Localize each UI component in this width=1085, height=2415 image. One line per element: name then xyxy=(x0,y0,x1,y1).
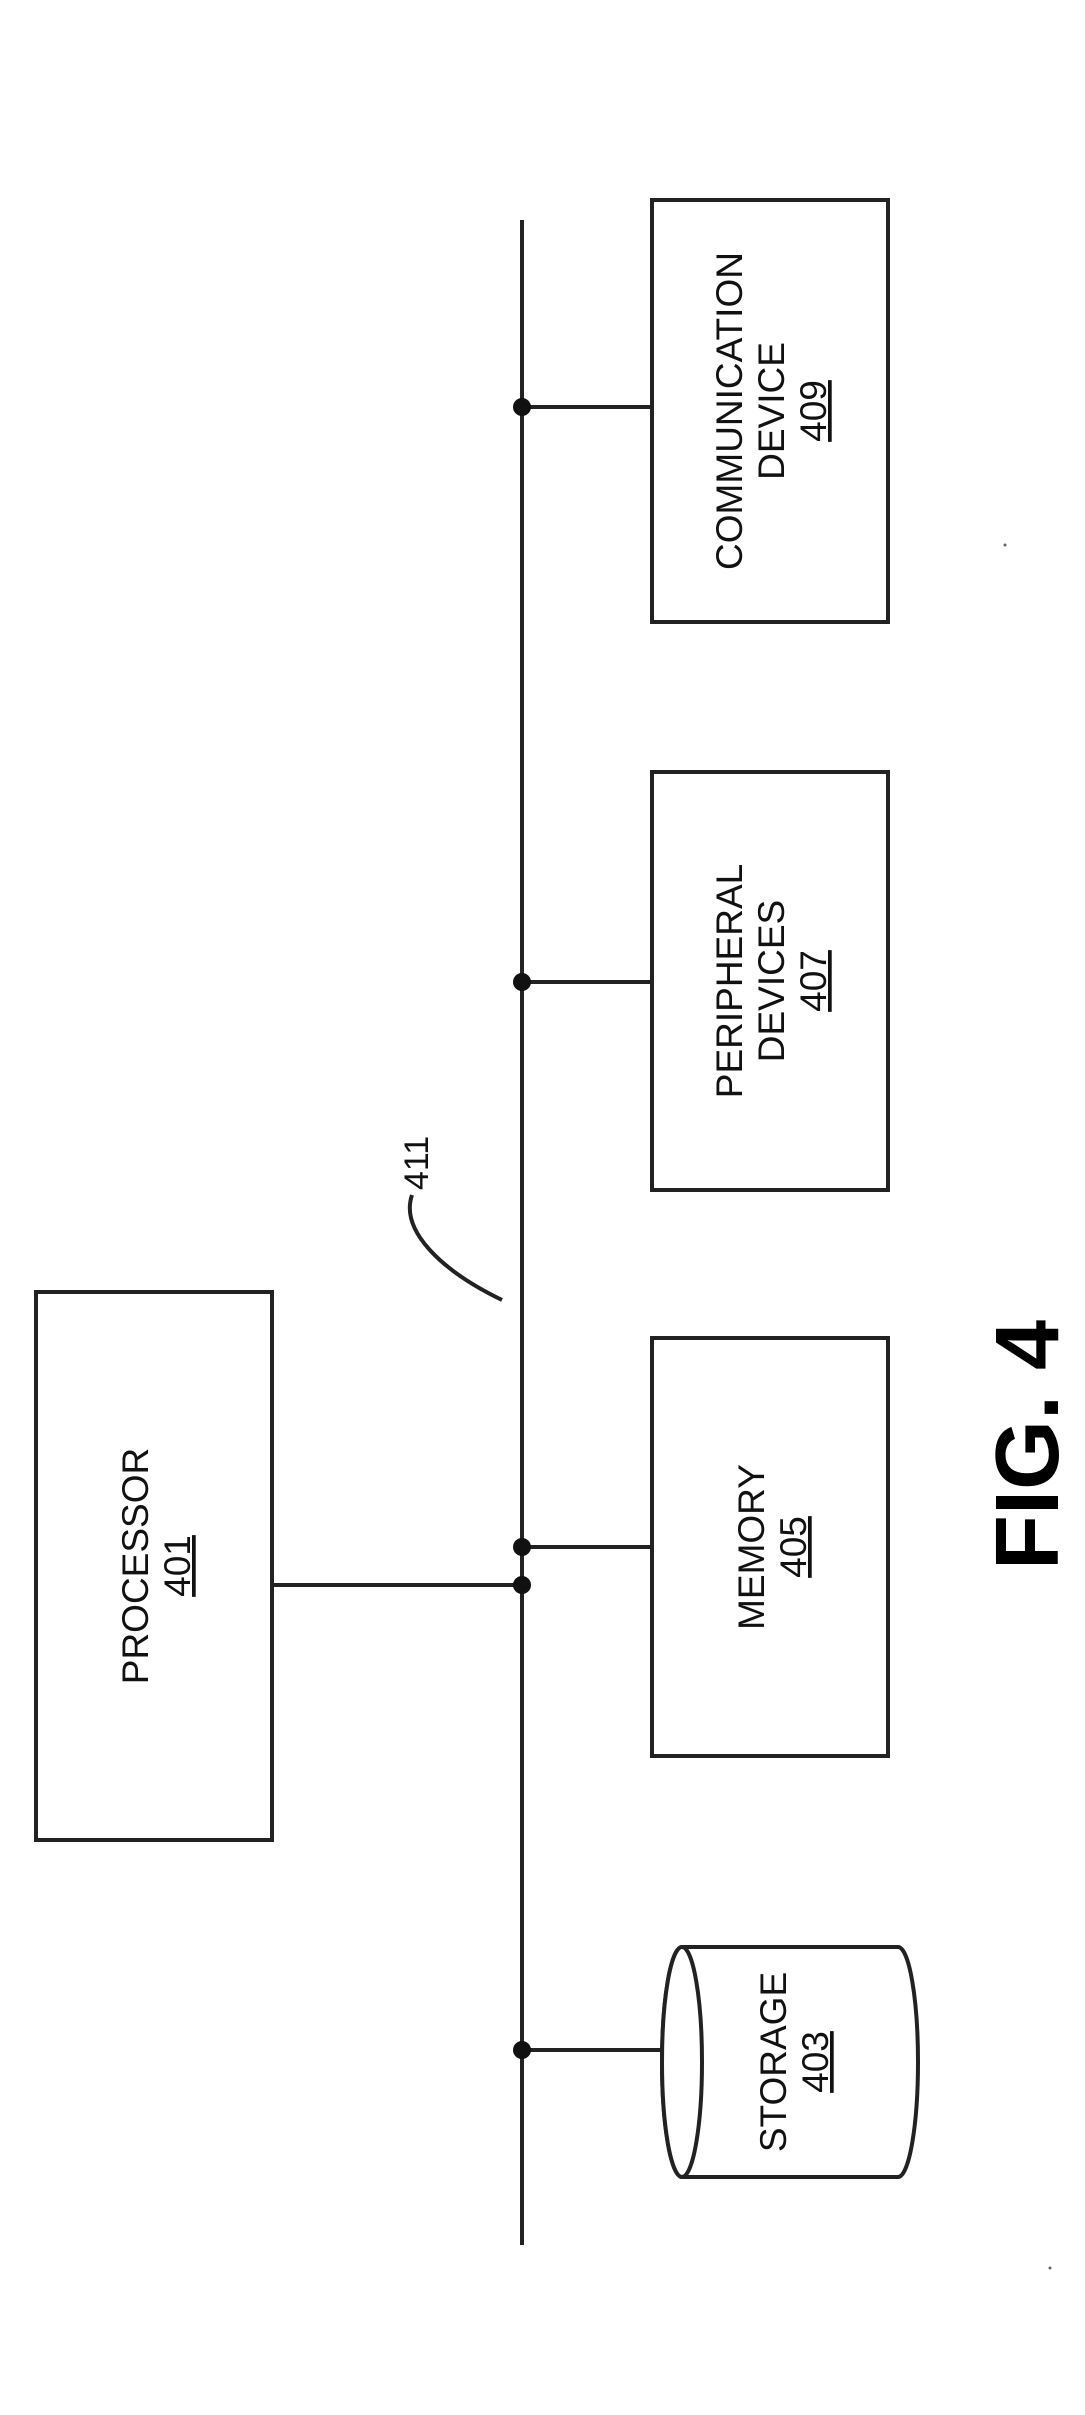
bus-leader-line xyxy=(410,1195,502,1300)
processor-label: PROCESSOR xyxy=(115,1448,156,1684)
storage: STORAGE 403 xyxy=(513,1947,918,2177)
scan-speck xyxy=(1004,544,1007,547)
peripheral-label-2: DEVICES xyxy=(751,900,792,1062)
processor-junction xyxy=(513,1576,531,1594)
communication-ref: 409 xyxy=(793,380,834,442)
communication-junction xyxy=(513,398,531,416)
memory-junction xyxy=(513,1538,531,1556)
communication-label-1: COMMUNICATION xyxy=(709,252,750,570)
memory-label: MEMORY xyxy=(731,1464,772,1630)
peripheral-ref: 407 xyxy=(793,950,834,1012)
memory: MEMORY 405 xyxy=(513,1338,888,1756)
storage-junction xyxy=(513,2041,531,2059)
storage-cylinder-top xyxy=(662,1947,702,2177)
memory-ref: 405 xyxy=(773,1516,814,1578)
peripheral-label-1: PERIPHERAL xyxy=(709,864,750,1098)
communication-device: COMMUNICATION DEVICE 409 xyxy=(513,200,888,622)
processor-ref: 401 xyxy=(157,1535,198,1597)
communication-label-2: DEVICE xyxy=(751,342,792,480)
scan-speck xyxy=(1049,2267,1052,2270)
storage-ref: 403 xyxy=(795,2031,836,2093)
bus-ref-label: 411 xyxy=(398,1136,436,1190)
figure-label: FIG. 4 xyxy=(978,1320,1078,1570)
peripheral-junction xyxy=(513,973,531,991)
peripheral-devices: PERIPHERAL DEVICES 407 xyxy=(513,772,888,1190)
processor: PROCESSOR 401 xyxy=(36,1292,531,1840)
storage-label: STORAGE xyxy=(753,1972,794,2152)
